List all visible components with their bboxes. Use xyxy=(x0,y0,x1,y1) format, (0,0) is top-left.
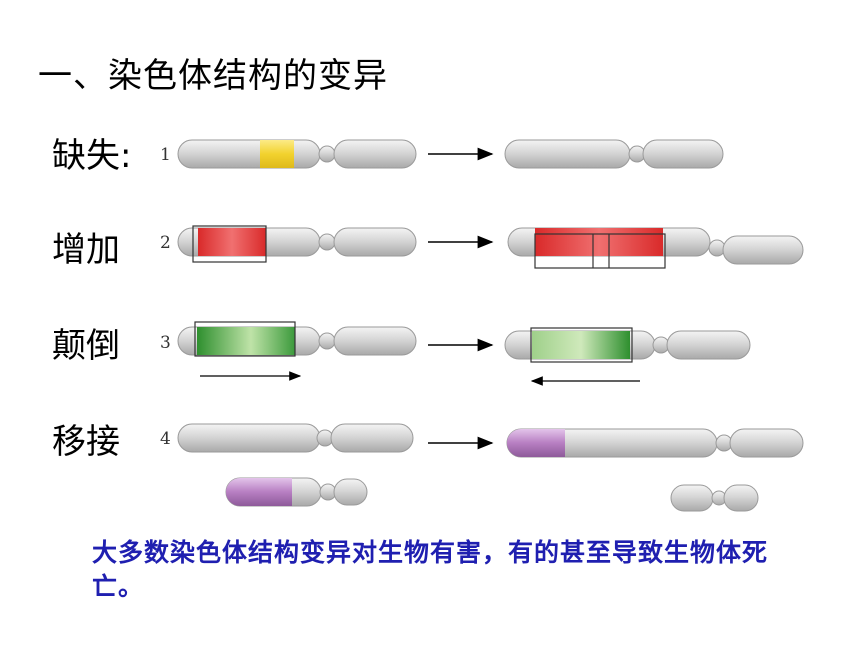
chromosome-2-after xyxy=(507,227,804,269)
chromosome-3-before xyxy=(177,321,417,357)
chromosome-4-after xyxy=(506,428,804,458)
duplicated-segments xyxy=(535,228,663,256)
small-chromosome-before xyxy=(225,477,368,507)
chromosome-1-before xyxy=(177,139,417,169)
label-inversion: 颠倒 xyxy=(52,326,120,366)
duplicated-segment xyxy=(198,228,266,256)
chromosome-2-before xyxy=(177,225,417,263)
label-translocation: 移接 xyxy=(52,422,120,462)
label-duplication: 增加 xyxy=(52,230,120,270)
conclusion-note: 大多数染色体结构变异对生物有害，有的甚至导致生物体死亡。 xyxy=(92,538,769,601)
translocated-segment xyxy=(226,478,292,506)
page-title: 一、染色体结构的变异 xyxy=(38,56,388,96)
inverted-segment xyxy=(197,327,295,355)
deleted-segment xyxy=(260,140,294,168)
label-deletion: 缺失: xyxy=(52,136,132,176)
translocated-segment-after xyxy=(507,429,565,457)
chromosome-4-before xyxy=(177,423,414,453)
chromosome-3-after xyxy=(504,327,751,363)
chromosome-1-after xyxy=(504,139,724,169)
inverted-segment-after xyxy=(532,331,630,359)
small-chromosome-after xyxy=(670,484,759,512)
row-number-2: 2 xyxy=(160,233,171,253)
row-number-1: 1 xyxy=(160,145,171,165)
row-number-3: 3 xyxy=(160,333,171,353)
row-number-4: 4 xyxy=(160,429,171,449)
